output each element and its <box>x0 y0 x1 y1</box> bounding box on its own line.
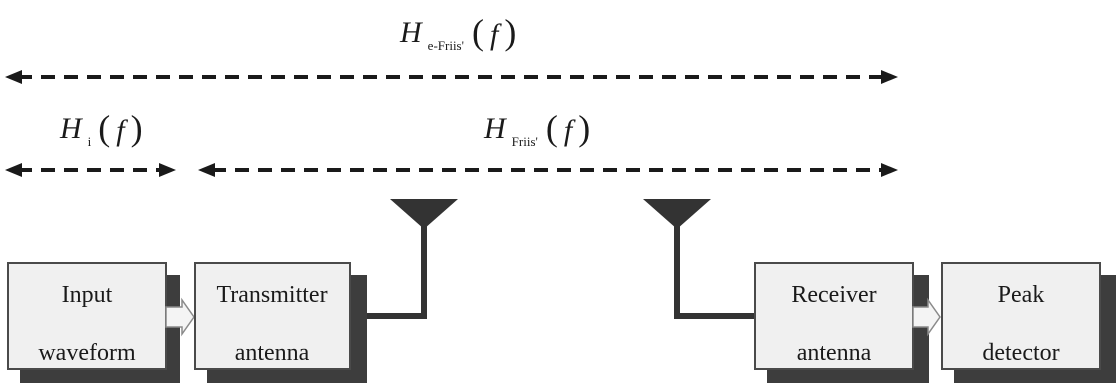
peak-detector-line1: Peak <box>998 282 1045 308</box>
receiver-to-detector-connector <box>912 297 941 337</box>
transmit-antenna-icon <box>348 199 458 319</box>
peak-detector-block: Peak detector <box>941 262 1116 383</box>
receiver-antenna-block: Receiver antenna <box>754 262 929 383</box>
svg-text:H i ( f: H i ( f ) <box>59 108 143 150</box>
label-hfriis: H Friis' ( f ) <box>483 108 590 150</box>
transmitter-antenna-block: Transmitter antenna <box>194 262 367 383</box>
input-waveform-line2: waveform <box>38 340 136 366</box>
hi-argument: f <box>116 114 128 147</box>
transmitter-antenna-line2: antenna <box>235 340 310 366</box>
peak-detector-line2: detector <box>982 340 1059 366</box>
input-waveform-block: Input waveform <box>7 262 180 383</box>
svg-text:H Friis' ( f: H Friis' ( f ) <box>483 108 590 150</box>
label-he-friis: H e-Friis' ( f ) <box>399 12 516 54</box>
receiver-antenna-line2: antenna <box>797 340 872 366</box>
hfriis-argument: f <box>564 114 576 147</box>
he-friis-span-arrow <box>5 70 898 84</box>
svg-text:H e-Friis' (: H e-Friis' ( f ) <box>399 12 516 54</box>
hfriis-subscript: Friis' <box>512 134 538 149</box>
he-friis-symbol: H <box>399 16 424 49</box>
hi-span-arrow <box>5 163 176 177</box>
hfriis-span-arrow <box>198 163 898 177</box>
receiver-antenna-line1: Receiver <box>791 282 876 308</box>
he-friis-subscript: e-Friis' <box>428 38 464 53</box>
he-friis-argument: f <box>490 18 502 51</box>
hfriis-symbol: H <box>483 112 508 145</box>
hi-symbol: H <box>59 112 84 145</box>
input-to-transmitter-connector <box>165 297 195 337</box>
transmitter-antenna-line1: Transmitter <box>216 282 327 308</box>
input-waveform-line1: Input <box>62 282 113 308</box>
receive-antenna-icon <box>643 199 756 319</box>
label-hi: H i ( f ) <box>59 108 143 150</box>
hi-subscript: i <box>88 134 92 149</box>
